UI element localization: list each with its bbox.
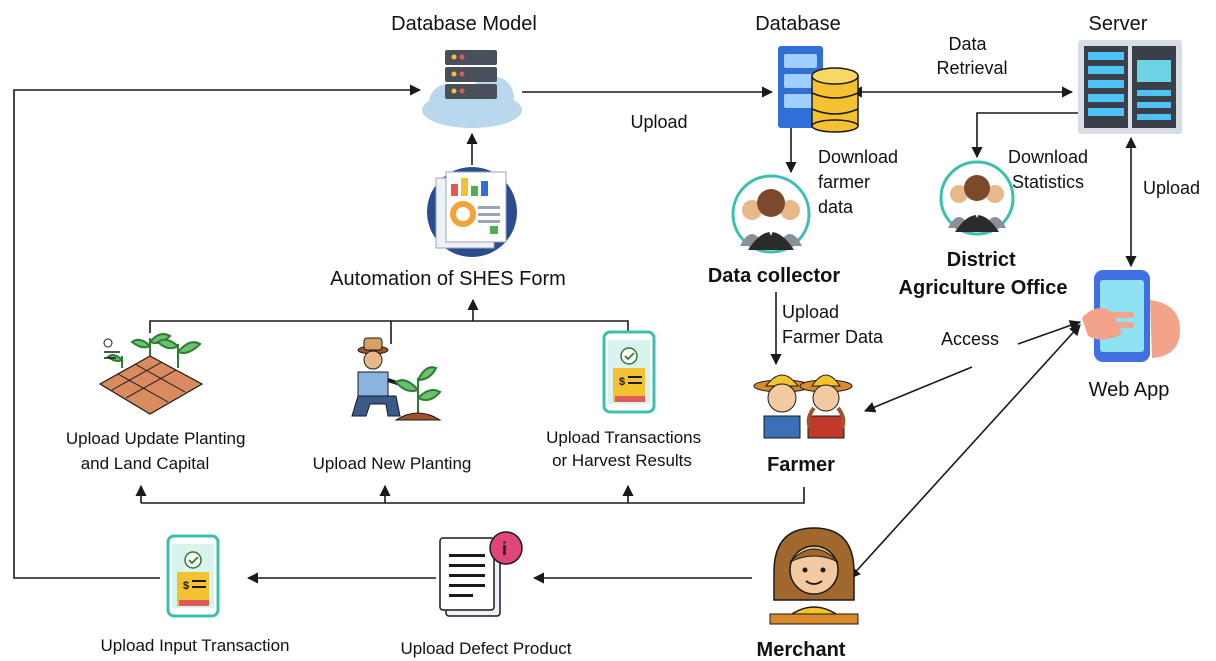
district-office-label: District Agriculture Office — [899, 249, 1068, 299]
report-documents-icon — [427, 167, 517, 257]
server-rack-icon — [1078, 40, 1182, 134]
document-info-icon: i — [439, 531, 523, 617]
automation-label: Automation of SHES Form — [330, 268, 566, 290]
data-collector-label: Data collector — [708, 265, 840, 287]
connectors — [13, 84, 1137, 584]
svg-text:$: $ — [619, 376, 625, 388]
labels: Database Model Database Server Data Retr… — [66, 13, 1200, 661]
update-planting-label: Upload Update Planting and Land Capital — [66, 429, 250, 473]
phone-receipt-icon: $ — [602, 330, 656, 414]
farmer-label: Farmer — [767, 454, 835, 476]
download-farmer-data-label: Download farmer data — [818, 147, 903, 217]
phone-receipt-icon: $ — [166, 534, 220, 618]
merchant-woman-icon — [769, 527, 859, 625]
arrow-access-to-webapp — [1017, 320, 1082, 345]
arrow-webapp-to-farmer — [863, 366, 973, 413]
web-app-label: Web App — [1089, 379, 1170, 401]
smartphone-hand-icon — [1082, 270, 1180, 362]
defect-product-label: Upload Defect Product — [400, 639, 571, 658]
bracket-bottom — [141, 487, 805, 504]
merchant-label: Merchant — [757, 639, 846, 661]
data-retrieval-label: Data Retrieval — [936, 34, 1007, 78]
database-icon — [778, 46, 859, 133]
arrow-server-to-office — [971, 112, 1078, 159]
bracket-top — [149, 320, 629, 333]
transactions-label: Upload Transactions or Harvest Results — [546, 428, 706, 470]
new-planting-label: Upload New Planting — [313, 454, 472, 473]
upload-farmer-data-label: Upload Farmer Data — [782, 302, 884, 347]
svg-text:$: $ — [183, 580, 189, 592]
cloud-server-icon — [422, 50, 522, 128]
download-statistics-label: Download Statistics — [1008, 147, 1093, 192]
farmers-couple-icon — [753, 374, 853, 439]
upload-top-label: Upload — [630, 112, 687, 132]
arrow-webapp-merchant — [849, 324, 1081, 579]
arrow-input-to-model — [13, 84, 422, 579]
server-label: Server — [1089, 13, 1148, 35]
access-label: Access — [941, 329, 999, 349]
people-group-icon — [731, 174, 811, 254]
land-plot-icon — [98, 333, 204, 415]
upload-right-label: Upload — [1143, 178, 1200, 198]
input-transaction-label: Upload Input Transaction — [100, 636, 289, 655]
planting-farmer-icon — [351, 337, 442, 421]
database-model-label: Database Model — [391, 13, 537, 35]
svg-text:i: i — [502, 539, 507, 559]
database-label: Database — [755, 13, 841, 35]
people-group-icon — [939, 160, 1015, 236]
